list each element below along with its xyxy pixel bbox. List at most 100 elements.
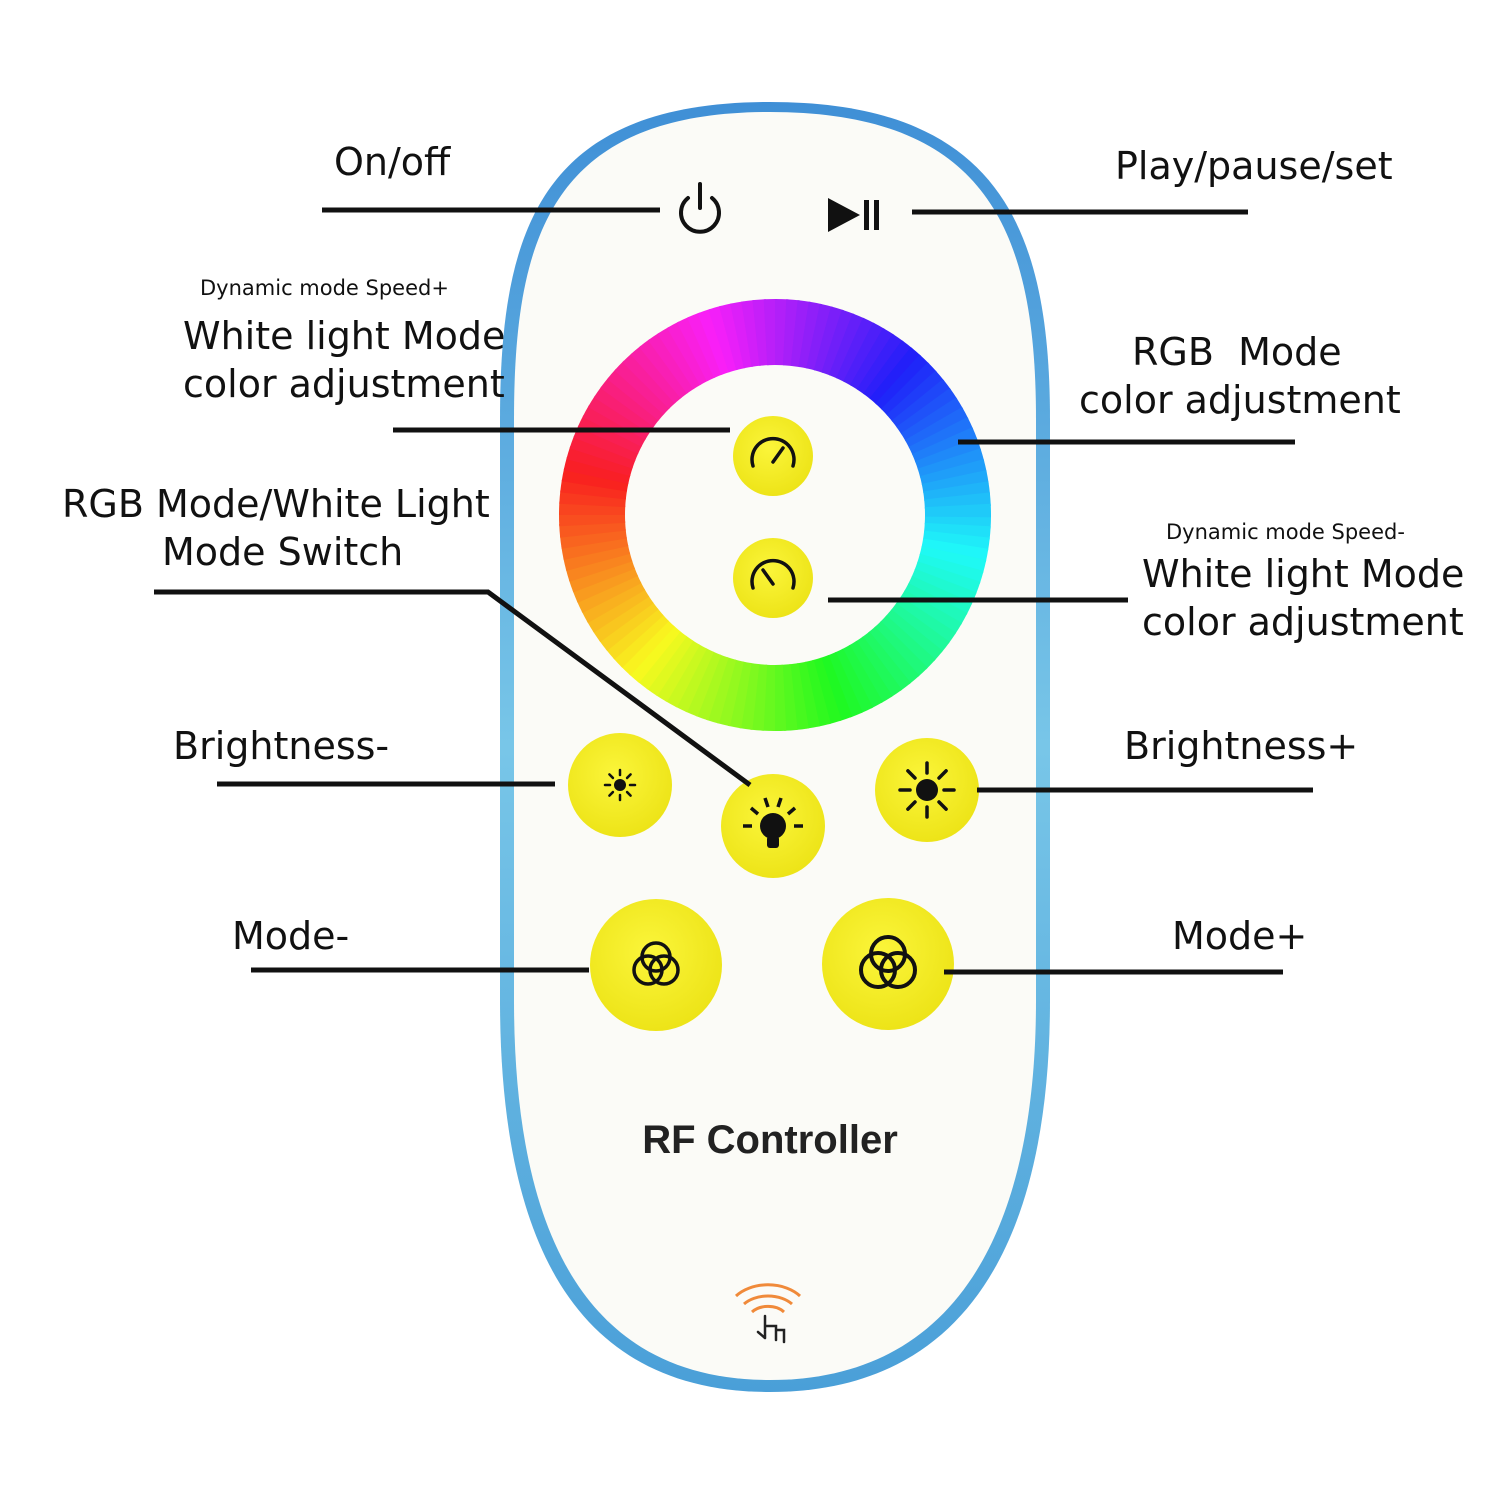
power-icon[interactable]	[679, 182, 721, 234]
three-circles-icon	[859, 935, 917, 989]
brightness-minus-button[interactable]	[568, 733, 672, 837]
label-white-right-2: color adjustment	[1142, 600, 1464, 644]
color-wheel-segment	[560, 478, 628, 500]
label-white-left-2: color adjustment	[183, 362, 505, 406]
color-wheel-segment	[907, 576, 973, 616]
brightness-plus-button[interactable]	[875, 738, 979, 842]
color-wheel-segment	[639, 338, 689, 399]
label-mode-plus: Mode+	[1172, 914, 1308, 958]
color-wheel-segment	[836, 317, 876, 383]
color-wheel-segment	[900, 397, 964, 442]
mode-plus-button[interactable]	[822, 898, 954, 1030]
color-wheel-segment	[912, 427, 978, 463]
speedometer-high-icon	[750, 436, 796, 468]
color-wheel-segment	[874, 621, 928, 678]
mode-switch-button[interactable]	[721, 774, 825, 878]
color-wheel-segment	[612, 614, 669, 668]
label-switch-2: Mode Switch	[162, 530, 404, 574]
color-wheel-segment	[917, 448, 985, 478]
color-wheel-segment	[598, 601, 659, 651]
color-wheel-segment	[796, 661, 820, 729]
color-wheel-segment	[566, 446, 633, 477]
color-wheel-segment	[582, 405, 646, 447]
speed-plus-button[interactable]	[733, 416, 813, 496]
color-wheel-segment	[863, 340, 913, 400]
color-wheel-segment	[563, 456, 631, 484]
color-wheel-segment	[919, 459, 987, 486]
label-white-left-1: White light Mode	[183, 314, 506, 358]
color-wheel-segment	[890, 603, 950, 653]
label-brightness-minus: Brightness-	[173, 724, 390, 768]
color-wheel-segment	[561, 467, 629, 492]
label-mode-minus: Mode-	[232, 914, 350, 958]
color-wheel-segment	[573, 425, 639, 462]
color-wheel-segment	[772, 664, 787, 731]
color-wheel-segment	[750, 664, 768, 731]
color-wheel-segment	[908, 416, 974, 456]
color-wheel-segment	[563, 544, 631, 571]
color-wheel-segment	[855, 636, 902, 698]
color-wheel-segment	[914, 561, 981, 595]
color-wheel-segment	[869, 347, 922, 405]
color-wheel-segment	[655, 639, 700, 703]
label-rgb-mode-1: RGB Mode	[1132, 330, 1342, 374]
color-wheel-segment	[586, 588, 650, 633]
color-wheel-segment	[891, 379, 952, 429]
sun-ray	[608, 790, 615, 797]
speed-minus-button[interactable]	[733, 538, 813, 618]
color-wheel-segment	[896, 388, 958, 435]
color-wheel-segment	[630, 345, 682, 404]
label-rgb-mode-2: color adjustment	[1079, 378, 1401, 422]
color-wheel-segment	[763, 299, 778, 366]
color-wheel-segment	[665, 644, 707, 708]
color-wheel-segment	[911, 568, 977, 605]
color-wheel-segment	[719, 303, 746, 371]
three-circles-icon	[632, 941, 680, 986]
sun-ray	[906, 769, 917, 780]
color-wheel-segment	[559, 490, 626, 508]
color-wheel-segment	[804, 659, 831, 727]
color-wheel-segment	[881, 362, 938, 416]
color-wheel-segment	[819, 655, 853, 722]
color-wheel-segment	[695, 654, 729, 721]
label-play-pause-set: Play/pause/set	[1115, 144, 1393, 188]
color-wheel-segment	[569, 435, 636, 469]
color-wheel-segment	[622, 352, 676, 409]
color-wheel-segment	[861, 631, 911, 692]
sun-ray	[937, 800, 948, 811]
color-wheel-segment	[843, 322, 885, 386]
color-wheel-segment	[581, 581, 646, 623]
sun-ray	[608, 773, 615, 780]
color-wheel-segment	[727, 661, 752, 729]
color-wheel-segment	[921, 538, 989, 563]
color-wheel-segment	[676, 316, 716, 382]
play-pause-icon[interactable]	[828, 198, 879, 232]
color-wheel-segment	[848, 640, 893, 704]
color-wheel-segment	[667, 321, 709, 386]
color-wheel-segment	[886, 370, 945, 422]
color-wheel-segment	[850, 327, 895, 391]
color-wheel-segment	[620, 619, 675, 676]
color-wheel-segment	[648, 332, 695, 394]
label-on-off: On/off	[334, 140, 451, 184]
color-wheel-segment	[782, 299, 800, 366]
label-speed-minus: Dynamic mode Speed-	[1166, 520, 1405, 544]
color-wheel-segment	[812, 657, 842, 725]
color-wheel-segment	[895, 596, 957, 644]
color-wheel-segment	[798, 301, 823, 369]
color-wheel-segment	[813, 306, 844, 373]
color-wheel-segment	[868, 626, 920, 685]
mode-minus-button[interactable]	[590, 899, 722, 1031]
color-wheel-segment	[674, 647, 714, 713]
remote-body	[500, 102, 1050, 1392]
color-wheel-segment	[568, 559, 635, 593]
color-wheel-segment	[919, 546, 987, 574]
touch-wave-icon	[734, 1283, 802, 1344]
sun-ray	[937, 769, 948, 780]
line-switch	[154, 589, 752, 788]
color-wheel-segment	[600, 377, 660, 427]
sun-ray	[625, 790, 632, 797]
color-wheel-segment	[687, 312, 723, 378]
small-sun-icon	[603, 768, 637, 802]
color-wheel-segment	[614, 360, 671, 415]
